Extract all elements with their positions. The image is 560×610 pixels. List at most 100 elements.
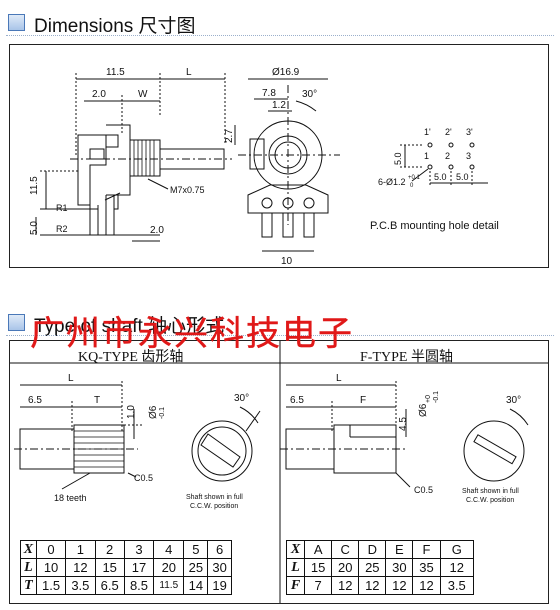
table-row: L 15 20 25 30 35 12	[285, 558, 474, 577]
table-header-cell: X	[285, 540, 306, 559]
table-cell: 1.5	[35, 576, 67, 595]
table-cell: A	[304, 540, 333, 559]
table-cell: G	[439, 540, 474, 559]
kq-chamfer: C0.5	[134, 473, 153, 483]
kq-table: X 0 1 2 3 4 5 6 L 10 12 15 17 20 25 30 T…	[20, 540, 232, 595]
pcb-dim-b: 5.0	[456, 172, 469, 182]
f-dim-4-5: 4.5	[398, 417, 409, 431]
dim-2-0: 2.0	[92, 89, 106, 100]
table-cell: 0	[35, 540, 67, 559]
section-divider	[6, 335, 554, 336]
table-cell: F	[412, 540, 441, 559]
pcb-label-3p: 3'	[466, 127, 473, 137]
pcb-pattern	[400, 142, 488, 187]
table-cell: 35	[412, 558, 441, 577]
table-header-cell: L	[285, 558, 306, 577]
table-header-cell: X	[20, 540, 37, 559]
table-cell: 25	[358, 558, 387, 577]
table-cell: 20	[153, 558, 185, 577]
label-r1: R1	[56, 203, 68, 213]
section-title: Dimensions 尺寸图	[34, 16, 196, 37]
table-cell: 12	[358, 576, 387, 595]
watermark-text: 广州市永兴科技电子	[30, 314, 354, 354]
f-shaft	[280, 381, 529, 488]
pcb-label-2: 2	[445, 151, 450, 161]
table-cell: 12	[439, 558, 474, 577]
table-cell: 15	[304, 558, 333, 577]
table-cell: E	[385, 540, 414, 559]
section-bullet-icon	[8, 314, 25, 331]
table-row: X A C D E F G	[285, 540, 474, 559]
pcb-tol-zero: 0	[410, 183, 414, 189]
kq-dim-tol: -0.1	[159, 407, 166, 419]
pcb-dim-a: 5.0	[434, 172, 447, 182]
dim-7-8: 7.8	[262, 88, 276, 99]
section-header-shaft: Type of shaft 轴心形式	[6, 308, 554, 337]
table-cell: 3.5	[439, 576, 474, 595]
pcb-label-1p: 1'	[424, 127, 431, 137]
dim-5-0-vertical: 5.0	[29, 221, 40, 235]
pcb-tol-plus: +0.1	[408, 175, 421, 181]
section-header-dimensions: Dimensions 尺寸图	[6, 8, 554, 37]
pcb-dim-vertical: 5.0	[393, 152, 403, 165]
table-cell: 4	[153, 540, 185, 559]
table-cell: 12	[65, 558, 96, 577]
section-divider	[6, 35, 554, 36]
kq-dim-diameter: Ø6	[148, 405, 159, 419]
kq-teeth: 18 teeth	[54, 493, 87, 503]
table-cell: 25	[183, 558, 209, 577]
f-chamfer: C0.5	[414, 485, 433, 495]
table-cell: 12	[331, 576, 360, 595]
table-cell: 6	[207, 540, 232, 559]
table-header-cell: L	[20, 558, 37, 577]
table-row: T 1.5 3.5 6.5 8.5 11.5 14 19	[20, 576, 232, 595]
dim-1-2: 1.2	[272, 100, 286, 111]
dim-diameter: Ø16.9	[272, 67, 300, 78]
dimensions-panel: 11.5 L 2.0 W M7x0.75 R1 R2 2.0 11.5 5.0 …	[9, 44, 549, 268]
table-cell: D	[358, 540, 387, 559]
side-view	[35, 73, 232, 242]
kq-dim-1-0: 1.0	[126, 405, 137, 419]
table-cell: 11.5	[153, 576, 185, 595]
f-note-1: Shaft shown in full	[462, 488, 519, 495]
f-dim-diameter: Ø6	[418, 403, 429, 417]
dim-2-0-bottom: 2.0	[150, 225, 164, 236]
table-row: X 0 1 2 3 4 5 6	[20, 540, 232, 559]
f-dim-tol-a: +0	[425, 395, 432, 403]
table-cell: 5	[183, 540, 209, 559]
shaft-drawing: L 6.5 T 1.0 Ø6 -0.1 C0.5 18 teeth 30° Sh…	[10, 341, 548, 603]
kq-note-2: C.C.W. position	[190, 503, 238, 510]
table-cell: 3	[123, 540, 155, 559]
table-cell: C	[331, 540, 360, 559]
dim-11-5-vertical: 11.5	[29, 176, 40, 195]
table-cell: 15	[94, 558, 125, 577]
kq-dim-6-5: 6.5	[28, 395, 42, 406]
table-cell: 3.5	[65, 576, 96, 595]
table-cell: 14	[183, 576, 209, 595]
section-title: Type of shaft 轴心形式	[34, 316, 225, 337]
table-cell: 7	[304, 576, 333, 595]
dimensions-drawing: 11.5 L 2.0 W M7x0.75 R1 R2 2.0 11.5 5.0 …	[29, 67, 499, 267]
f-dim-L: L	[336, 373, 342, 384]
table-cell: 17	[123, 558, 155, 577]
table-cell: 30	[385, 558, 414, 577]
pcb-hole-spec: 6-Ø1.2	[378, 177, 406, 187]
pcb-label-2p: 2'	[445, 127, 452, 137]
kq-angle: 30°	[234, 393, 249, 404]
table-cell: 12	[385, 576, 414, 595]
kq-dim-T: T	[94, 395, 100, 406]
thread-spec: M7x0.75	[170, 185, 205, 195]
table-header-cell: T	[20, 576, 37, 595]
label-r2: R2	[56, 224, 68, 234]
dim-W: W	[138, 89, 148, 100]
dim-10: 10	[281, 256, 293, 267]
table-cell: 19	[207, 576, 232, 595]
table-cell: 30	[207, 558, 232, 577]
table-row: L 10 12 15 17 20 25 30	[20, 558, 232, 577]
front-view	[234, 78, 340, 252]
kq-dim-L: L	[68, 373, 74, 384]
table-cell: 10	[35, 558, 67, 577]
dim-2-7: 2.7	[224, 129, 235, 143]
pcb-caption: P.C.B mounting hole detail	[370, 220, 499, 232]
pcb-label-1: 1	[424, 151, 429, 161]
